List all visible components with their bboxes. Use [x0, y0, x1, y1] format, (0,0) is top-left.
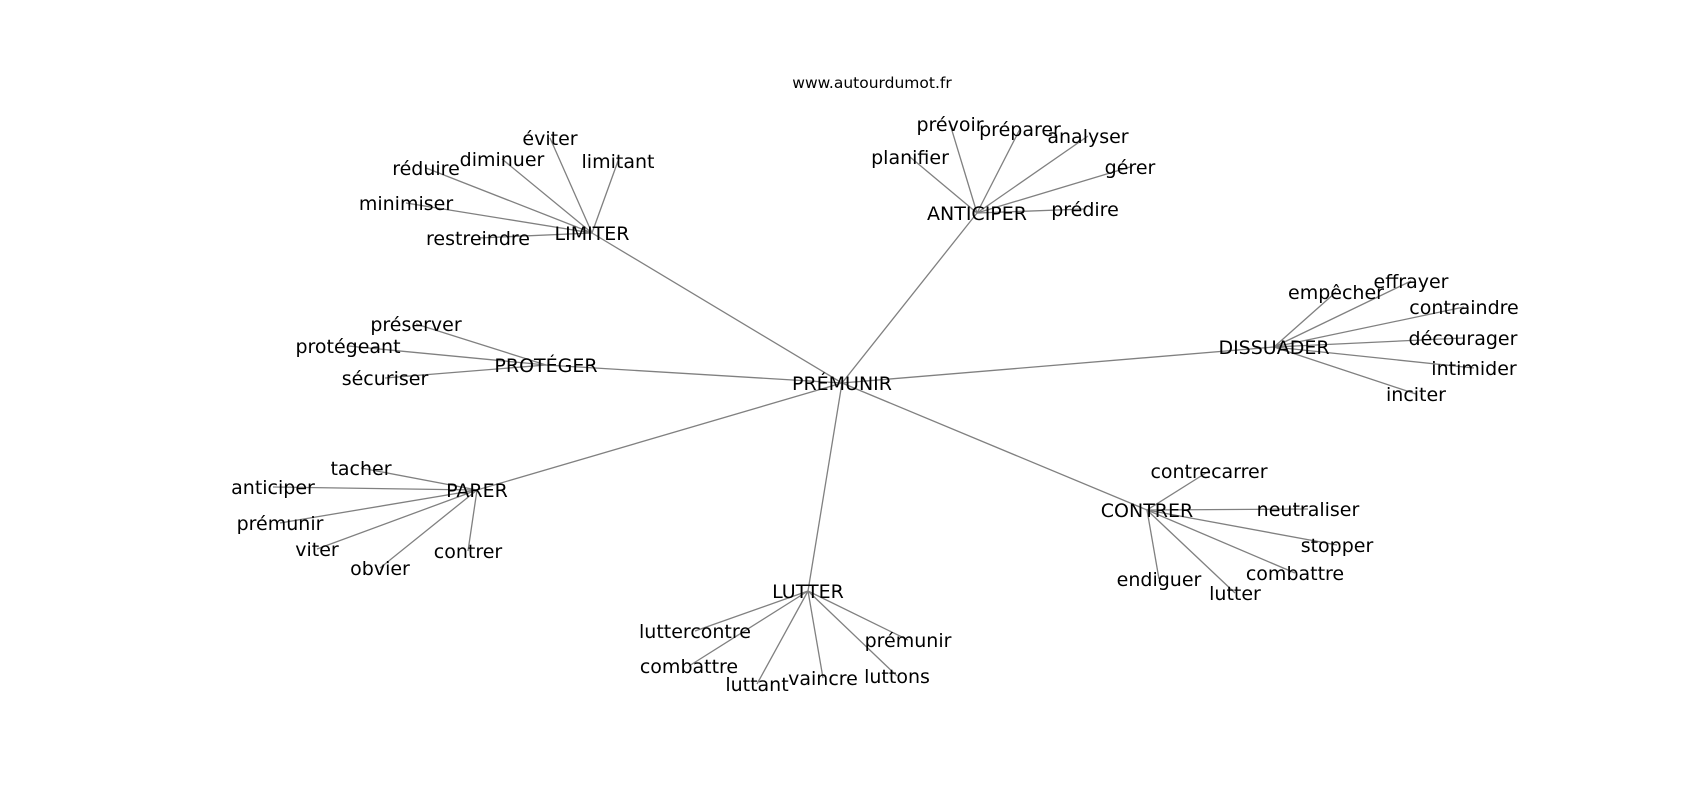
- related-word: empêcher: [1288, 282, 1384, 304]
- related-word: stopper: [1301, 535, 1374, 557]
- related-word: décourager: [1409, 328, 1518, 350]
- related-word: planifier: [871, 147, 949, 169]
- edge-cluster-to-word: [477, 232, 593, 239]
- edge-cluster-to-word: [549, 137, 593, 234]
- edge-center-to-cluster: [476, 382, 843, 491]
- edge-cluster-to-word: [1146, 470, 1210, 511]
- related-word: analyser: [1047, 126, 1128, 148]
- edge-cluster-to-word: [591, 160, 619, 234]
- related-word: lutter: [1209, 583, 1261, 605]
- edge-cluster-to-word: [807, 590, 909, 641]
- cluster-label: LUTTER: [772, 581, 844, 603]
- related-word: sécuriser: [342, 368, 429, 390]
- edge-cluster-to-word: [415, 323, 547, 366]
- edge-cluster-to-word: [360, 467, 478, 491]
- cluster-label: CONTRER: [1101, 500, 1193, 522]
- related-word: gérer: [1105, 157, 1156, 179]
- related-word: combattre: [640, 656, 738, 678]
- related-word: endiguer: [1117, 569, 1202, 591]
- edge-cluster-to-word: [405, 202, 593, 234]
- related-word: luttons: [864, 666, 930, 688]
- related-word: prédire: [1051, 199, 1119, 221]
- edge-cluster-to-word: [1273, 291, 1337, 348]
- related-word: prémunir: [865, 630, 952, 652]
- edge-center-to-cluster: [545, 364, 843, 384]
- edge-cluster-to-word: [909, 156, 978, 214]
- related-word: contraindre: [1409, 297, 1518, 319]
- related-word: limitant: [582, 151, 655, 173]
- edge-cluster-to-word: [272, 486, 478, 491]
- related-word: protégeant: [295, 336, 400, 358]
- edge-cluster-to-word: [688, 590, 809, 667]
- related-word: luttant: [725, 674, 788, 696]
- edge-cluster-to-word: [279, 489, 478, 524]
- edge-cluster-to-word: [1146, 509, 1236, 594]
- edge-cluster-to-word: [1273, 306, 1465, 348]
- related-word: réduire: [392, 158, 460, 180]
- edge-cluster-to-word: [976, 166, 1131, 214]
- edge-cluster-to-word: [1146, 509, 1296, 574]
- related-word: combattre: [1246, 563, 1344, 585]
- center-word: PRÉMUNIR: [792, 372, 892, 395]
- edge-center-to-cluster: [841, 382, 1148, 511]
- related-word: obvier: [350, 558, 410, 580]
- edge-cluster-to-word: [807, 590, 898, 677]
- related-word: inciter: [1386, 384, 1446, 406]
- edge-cluster-to-word: [347, 345, 547, 366]
- related-word: anticiper: [231, 477, 315, 499]
- graph-edges: [272, 123, 1475, 685]
- related-word: intimider: [1431, 358, 1517, 380]
- cluster-label: PROTÉGER: [494, 354, 597, 377]
- edge-cluster-to-word: [1273, 346, 1475, 369]
- edge-cluster-to-word: [316, 489, 478, 550]
- edge-cluster-to-word: [1273, 337, 1464, 348]
- related-word: diminuer: [460, 149, 545, 171]
- related-word: préserver: [370, 314, 461, 336]
- edge-center-to-cluster: [807, 382, 843, 592]
- related-word: éviter: [522, 128, 577, 150]
- edge-cluster-to-word: [807, 590, 824, 679]
- source-url: www.autourdumot.fr: [792, 74, 952, 92]
- related-word: minimiser: [359, 193, 453, 215]
- edge-cluster-to-word: [1146, 509, 1338, 546]
- edge-cluster-to-word: [384, 364, 547, 379]
- cluster-label: LIMITER: [555, 223, 630, 245]
- related-word: vaincre: [788, 668, 858, 690]
- related-word: restreindre: [426, 228, 530, 250]
- edge-cluster-to-word: [1146, 509, 1160, 580]
- edge-cluster-to-word: [1273, 280, 1412, 348]
- edge-cluster-to-word: [501, 158, 593, 234]
- edge-cluster-to-word: [949, 123, 978, 214]
- related-word: tacher: [330, 458, 391, 480]
- related-word: prévoir: [916, 114, 983, 136]
- related-word: neutraliser: [1257, 499, 1360, 521]
- edge-center-to-cluster: [841, 212, 978, 384]
- edge-cluster-to-word: [379, 489, 478, 569]
- edge-cluster-to-word: [756, 590, 809, 685]
- related-word: prémunir: [237, 513, 324, 535]
- edge-cluster-to-word: [1146, 508, 1309, 511]
- edge-cluster-to-word: [467, 489, 478, 552]
- related-word: viter: [295, 539, 339, 561]
- cluster-label: ANTICIPER: [927, 203, 1027, 225]
- cluster-label: PARER: [446, 480, 508, 502]
- cluster-label: DISSUADER: [1218, 337, 1329, 359]
- related-word: contrer: [434, 541, 503, 563]
- related-word: contrecarrer: [1150, 461, 1267, 483]
- edge-cluster-to-word: [694, 590, 809, 632]
- edge-center-to-cluster: [841, 346, 1275, 384]
- related-word: préparer: [979, 119, 1061, 141]
- edge-cluster-to-word: [976, 135, 1089, 214]
- edge-cluster-to-word: [1273, 346, 1417, 395]
- edge-cluster-to-word: [976, 128, 1021, 214]
- related-word: luttercontre: [639, 621, 751, 643]
- edge-cluster-to-word: [976, 208, 1086, 214]
- related-word: effrayer: [1374, 271, 1449, 293]
- edge-center-to-cluster: [591, 232, 843, 384]
- edge-cluster-to-word: [425, 167, 593, 234]
